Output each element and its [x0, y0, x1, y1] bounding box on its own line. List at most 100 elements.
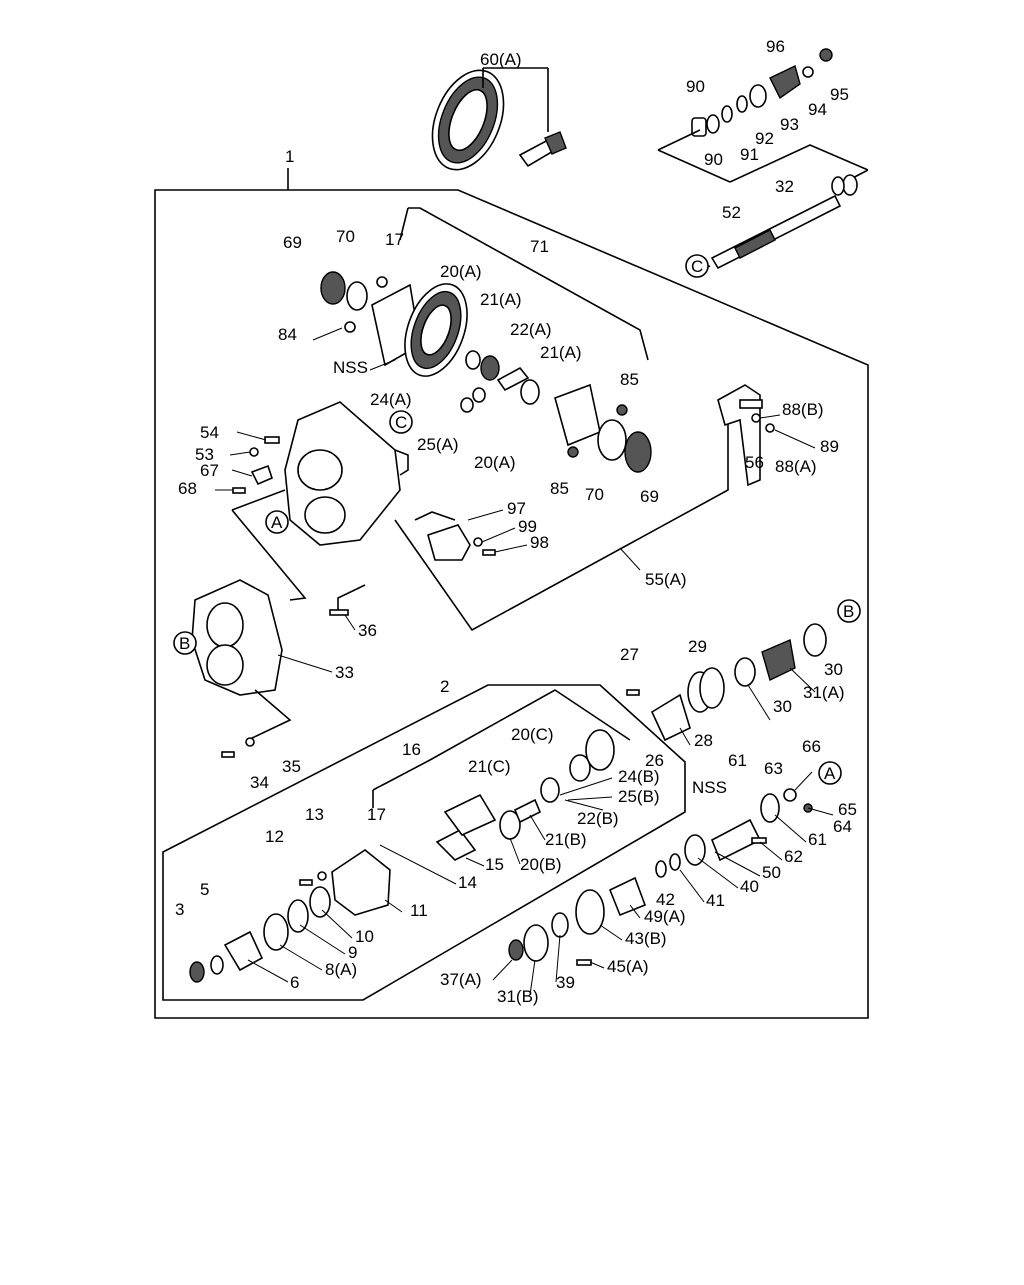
callout-b-right: B	[837, 599, 861, 623]
label-37a: 37(A)	[440, 970, 482, 989]
label-88a: 88(A)	[775, 457, 817, 476]
label-88b: 88(B)	[782, 400, 824, 419]
label-52: 52	[722, 203, 741, 222]
label-95: 95	[830, 85, 849, 104]
label-2: 2	[440, 677, 449, 696]
label-11: 11	[410, 901, 428, 920]
label-89: 89	[820, 437, 839, 456]
label-24b: 24(B)	[618, 767, 660, 786]
svg-text:A: A	[824, 764, 836, 783]
label-3: 3	[175, 900, 184, 919]
actuator	[414, 511, 496, 561]
label-56: 56	[745, 453, 764, 472]
label-96: 96	[766, 37, 785, 56]
label-70-top: 70	[336, 227, 355, 246]
label-71: 71	[530, 237, 549, 256]
label-85-bottom: 85	[550, 479, 569, 498]
label-nss-top: NSS	[333, 358, 368, 377]
label-61-top: 61	[728, 751, 747, 770]
label-67: 67	[200, 461, 219, 480]
output-gear-parts	[626, 623, 827, 742]
label-1: 1	[285, 147, 294, 166]
label-61-bottom: 61	[808, 830, 827, 849]
label-20c: 20(C)	[511, 725, 554, 744]
label-15: 15	[485, 855, 504, 874]
label-41: 41	[706, 891, 725, 910]
callout-a-left: A	[265, 510, 289, 534]
label-20a-top: 20(A)	[440, 262, 482, 281]
label-99: 99	[518, 517, 537, 536]
label-64: 64	[833, 817, 852, 836]
label-17-bottom: 17	[367, 805, 386, 824]
label-92: 92	[755, 129, 774, 148]
callout-a-right: A	[818, 761, 842, 785]
label-40: 40	[740, 877, 759, 896]
label-98: 98	[530, 533, 549, 552]
label-60a: 60(A)	[480, 50, 522, 69]
label-85-top: 85	[620, 370, 639, 389]
label-14: 14	[458, 873, 477, 892]
svg-text:B: B	[179, 634, 190, 653]
label-39: 39	[556, 973, 575, 992]
label-62: 62	[784, 847, 803, 866]
label-29: 29	[688, 637, 707, 656]
main-frame	[154, 189, 869, 1019]
svg-text:B: B	[843, 602, 854, 621]
label-21b: 21(B)	[545, 830, 587, 849]
label-63: 63	[764, 759, 783, 778]
label-21c: 21(C)	[468, 757, 511, 776]
label-69-top: 69	[283, 233, 302, 252]
label-8a: 8(A)	[325, 960, 357, 979]
label-84: 84	[278, 325, 297, 344]
label-54: 54	[200, 423, 219, 442]
label-97: 97	[507, 499, 526, 518]
svg-text:A: A	[271, 513, 283, 532]
label-9: 9	[348, 943, 357, 962]
callout-c-mid: C	[389, 410, 413, 434]
label-50: 50	[762, 863, 781, 882]
label-13: 13	[305, 805, 324, 824]
label-70-bottom: 70	[585, 485, 604, 504]
label-5: 5	[200, 880, 209, 899]
svg-text:C: C	[395, 413, 407, 432]
label-22b: 22(B)	[577, 809, 619, 828]
callout-b-left: B	[173, 631, 197, 655]
label-26: 26	[645, 751, 664, 770]
label-28: 28	[694, 731, 713, 750]
label-65: 65	[838, 800, 857, 819]
label-90-bottom: 90	[704, 150, 723, 169]
transfer-case-half	[191, 579, 292, 758]
label-33: 33	[335, 663, 354, 682]
label-49a: 49(A)	[644, 907, 686, 926]
label-55a: 55(A)	[645, 570, 687, 589]
label-42: 42	[656, 890, 675, 909]
label-20a-mid: 20(A)	[474, 453, 516, 472]
label-25a: 25(A)	[417, 435, 459, 454]
label-66: 66	[802, 737, 821, 756]
label-91: 91	[740, 145, 759, 164]
sub-assembly-frame	[162, 684, 686, 1001]
label-nss-bottom: NSS	[692, 778, 727, 797]
label-34: 34	[250, 773, 269, 792]
label-90-top: 90	[686, 77, 705, 96]
label-21a-mid: 21(A)	[540, 343, 582, 362]
carrier-housing	[231, 401, 729, 632]
label-30-right: 30	[824, 660, 843, 679]
label-27: 27	[620, 645, 639, 664]
label-25b: 25(B)	[618, 787, 660, 806]
label-31a: 31(A)	[803, 683, 845, 702]
label-6: 6	[290, 973, 299, 992]
label-10: 10	[355, 927, 374, 946]
label-43b: 43(B)	[625, 929, 667, 948]
label-20b: 20(B)	[520, 855, 562, 874]
label-53: 53	[195, 445, 214, 464]
callout-c-top: C	[685, 254, 709, 278]
label-16: 16	[402, 740, 421, 759]
label-17-top: 17	[385, 230, 404, 249]
label-32: 32	[775, 177, 794, 196]
label-30-left: 30	[773, 697, 792, 716]
label-22a: 22(A)	[510, 320, 552, 339]
label-21a-top: 21(A)	[480, 290, 522, 309]
